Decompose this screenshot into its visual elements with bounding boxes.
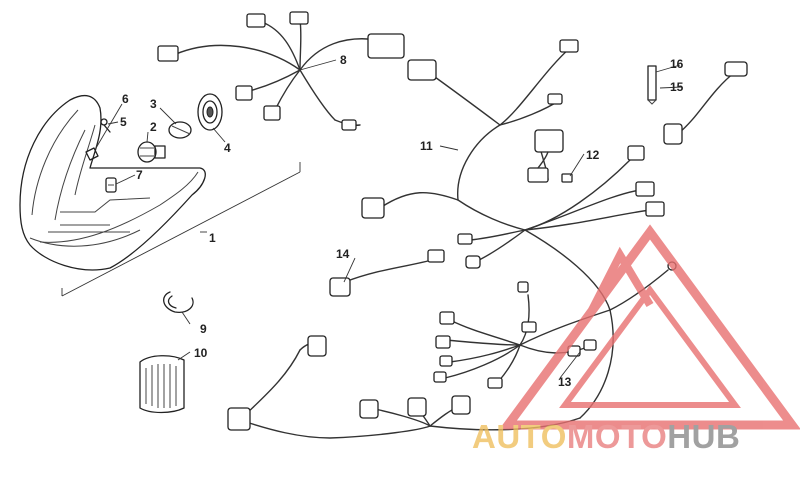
leader-lines xyxy=(95,59,683,379)
lower-harness-connector-g xyxy=(435,335,451,349)
harness8-main-connector xyxy=(367,33,405,59)
watermark-text: AUTOMOTOHUB xyxy=(472,418,740,455)
assembly-bracket xyxy=(61,162,301,297)
lower-harness-connector-h xyxy=(439,355,453,367)
main-harness-connector-left xyxy=(361,197,385,219)
lower-harness-connector-e xyxy=(451,395,471,415)
lower-harness-connector-k xyxy=(521,321,537,333)
headlight-bulb xyxy=(137,141,166,163)
callout-3: 3 xyxy=(150,97,157,111)
harness8-connector-a xyxy=(157,45,179,62)
callout-13: 13 xyxy=(558,375,572,389)
main-harness-connector-r2 xyxy=(635,181,655,197)
watermark-logo: AUTOMOTOHUB xyxy=(472,224,800,455)
lower-harness-connector-c xyxy=(359,399,379,419)
harness8-connector-e xyxy=(263,105,281,121)
watermark-triangle-icon xyxy=(499,224,800,430)
protective-sleeve xyxy=(139,355,185,414)
switch-harness xyxy=(663,61,748,145)
callout-1: 1 xyxy=(209,231,216,245)
harness8-connector-d xyxy=(235,85,253,101)
watermark-text-moto: MOTO xyxy=(567,418,667,455)
callout-4: 4 xyxy=(224,141,231,155)
watermark-text-hub: HUB xyxy=(667,418,740,455)
lower-harness-connector-f xyxy=(439,311,455,325)
harness8-connector-f xyxy=(341,119,357,131)
dust-boot xyxy=(197,93,223,131)
headlight-harness xyxy=(157,11,405,131)
callout-6: 6 xyxy=(122,92,129,106)
fuse-clip xyxy=(647,65,657,105)
harness8-connector-b xyxy=(246,13,266,28)
lower-harness-connector-i xyxy=(433,371,447,383)
main-harness-connector-l2 xyxy=(465,255,481,269)
callout-12: 12 xyxy=(586,148,600,162)
main-harness-connector-r3 xyxy=(645,201,665,217)
lower-harness-connector-n xyxy=(583,339,597,351)
position-bulb xyxy=(105,177,117,193)
main-harness-connector-tr xyxy=(559,39,579,53)
callout-16: 16 xyxy=(670,57,684,71)
harness8-connector-c xyxy=(289,11,309,25)
lower-harness-connector-d xyxy=(407,397,427,417)
watermark-text-auto: AUTO xyxy=(472,418,567,455)
callout-9: 9 xyxy=(200,322,207,336)
bulb-retaining-clip xyxy=(168,121,192,139)
main-harness-connector-r1 xyxy=(627,145,645,161)
callout-10: 10 xyxy=(194,346,208,360)
lower-harness-connector-l xyxy=(517,281,529,293)
grommet xyxy=(85,147,99,161)
main-harness-connector-l1 xyxy=(457,233,473,245)
relay-block xyxy=(527,129,573,183)
main-harness xyxy=(361,39,665,431)
lower-harness-connector-b xyxy=(307,335,327,357)
callout-11: 11 xyxy=(420,139,433,153)
screw xyxy=(100,118,111,133)
headlight-housing xyxy=(19,94,206,271)
callout-5: 5 xyxy=(120,115,127,129)
clamp-ring xyxy=(163,291,194,313)
callout-15: 15 xyxy=(670,80,684,94)
callout-8: 8 xyxy=(340,53,347,67)
sub-harness xyxy=(329,249,445,297)
callout-14: 14 xyxy=(336,247,350,261)
lower-harness-connector-a xyxy=(227,407,251,431)
callouts: 1 2 3 4 5 6 7 8 9 10 11 12 13 14 15 16 xyxy=(120,53,684,389)
lower-harness xyxy=(227,261,677,439)
main-harness-connector-top xyxy=(407,59,437,81)
lower-harness-connector-j xyxy=(487,377,503,389)
main-harness-connector-mid xyxy=(547,93,563,105)
callout-7: 7 xyxy=(136,168,143,182)
callout-2: 2 xyxy=(150,120,157,134)
